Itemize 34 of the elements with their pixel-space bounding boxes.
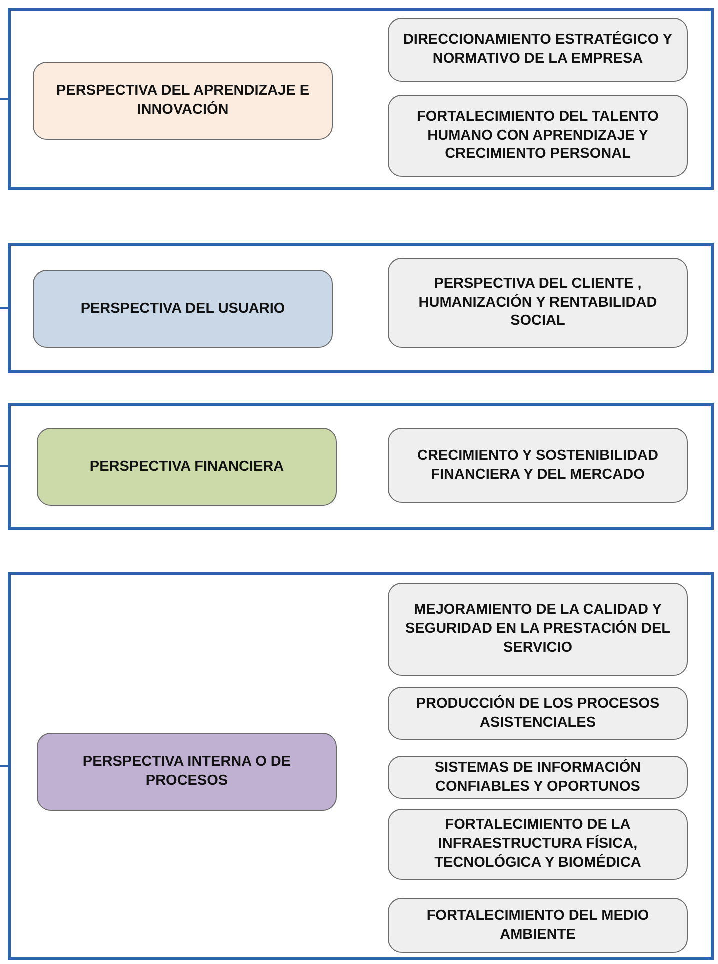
connector-line [0,307,8,309]
rounded-box [388,756,688,799]
box-text: PERSPECTIVA FINANCIERA [90,458,284,476]
box-text: CRECIMIENTO Y SOSTENIBILIDAD FINANCIERA Y DEL MERCADO [416,446,660,484]
box-text: DIRECCIONAMIENTO ESTRATÉGICO Y NORMATIVO DE LA EMPRESA [402,31,674,69]
rounded-box [388,809,688,880]
box-text: PERSPECTIVA DEL CLIENTE , HUMANIZACIÓN Y RENTABILIDAD SOCIAL [418,274,658,332]
box-text: MEJORAMIENTO DE LA CALIDAD Y SEGURIDAD EN LA PRESTACIÓN DEL SERVICIO [404,601,672,658]
group-frame [8,243,714,373]
rounded-box [388,18,688,82]
rounded-box [388,428,688,503]
box-text: FORTALECIMIENTO DEL TALENTO HUMANO CON APRENDIZAJE Y CRECIMIENTO PERSONAL [416,108,660,164]
box-text: PERSPECTIVA DEL APRENDIZAJE E INNOVACIÓN [56,82,310,120]
rounded-box [388,898,688,953]
rounded-box [388,687,688,740]
rounded-box [37,733,337,811]
connector-line [0,765,8,767]
box-text: PERSPECTIVA DEL USUARIO [80,300,286,318]
rounded-box [388,583,688,676]
rounded-box [388,95,688,177]
group-frame [8,403,714,530]
connector-line [0,466,8,468]
box-text: SISTEMAS DE INFORMACIÓN CONFIABLES Y OPORTUNOS [434,758,642,796]
box-text: PRODUCCIÓN DE LOS PROCESOS ASISTENCIALES [415,694,661,732]
rounded-box [33,62,333,140]
group-frame [8,8,714,190]
connector-line [0,98,8,100]
box-text: PERSPECTIVA INTERNA O DE PROCESOS [82,753,292,791]
rounded-box [37,428,337,506]
box-text: FORTALECIMIENTO DEL MEDIO AMBIENTE [426,906,650,944]
box-text: FORTALECIMIENTO DE LA INFRAESTRUCTURA FÍSICA, TECNOLÓGICA Y BIOMÉDICA [434,816,642,873]
group-frame [8,572,714,960]
rounded-box [33,270,333,348]
rounded-box [388,258,688,348]
